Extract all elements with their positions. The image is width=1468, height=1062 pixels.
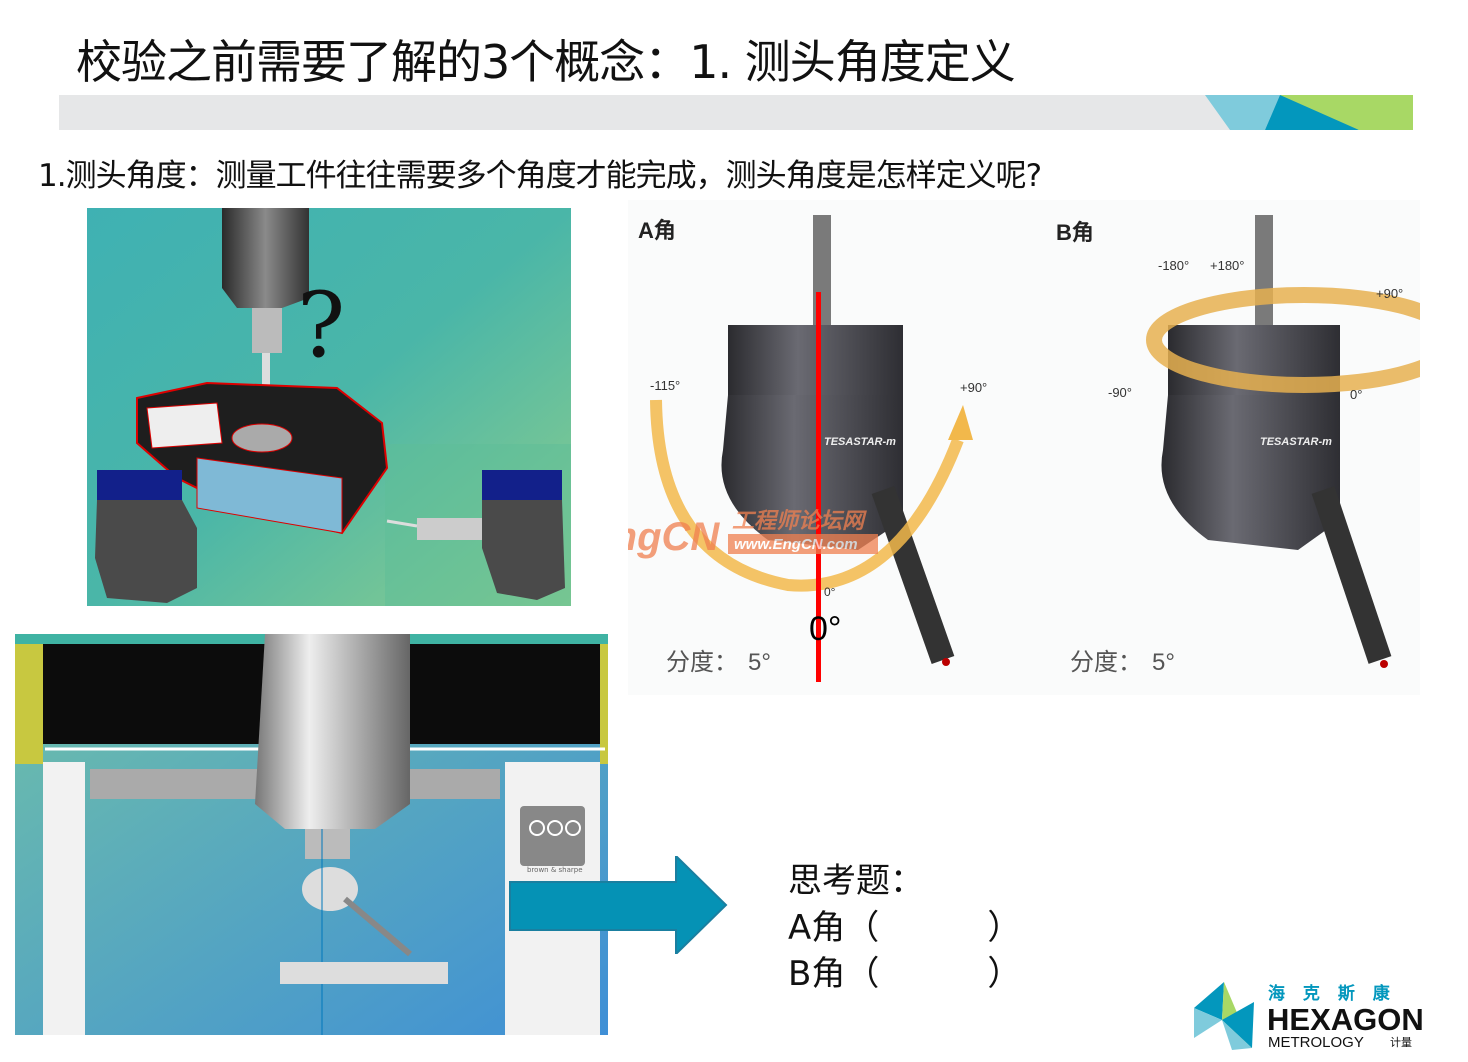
probe-angle-diagram: A角 -115° +90° 0° 0° 分度： 5° B角 -180° +180…	[586, 200, 1462, 695]
b-step-value: 5°	[1152, 649, 1175, 676]
watermark-brand: EngCN	[628, 515, 720, 559]
question-heading: 思考题：	[788, 861, 924, 901]
cad-part-probe-image: ?	[87, 208, 571, 606]
b-angle-label: B角	[1056, 220, 1094, 245]
probe-brand-b: TESASTAR-m	[1260, 436, 1332, 448]
a-step-label: 分度：	[666, 648, 738, 676]
watermark-cn: 工程师论坛网	[732, 509, 867, 534]
title-decoration-band	[59, 95, 1413, 130]
logo-name: HEXAGON	[1267, 1002, 1422, 1037]
a-step-value: 5°	[748, 649, 771, 676]
cmm-machine-image: brown & sharpe	[15, 634, 608, 1035]
a-arrow-head	[948, 405, 973, 440]
probe-brand-a: TESASTAR-m	[824, 436, 896, 448]
question-a-angle: A角（ ）	[788, 908, 1022, 948]
logo-sub-cn: 计量	[1390, 1036, 1412, 1049]
a-rotation-arrow	[650, 399, 964, 592]
slide-title: 校验之前需要了解的3个概念：1. 测头角度定义	[76, 35, 1016, 89]
probe-head-a	[721, 215, 955, 666]
watermark: EngCN 工程师论坛网 www.EngCN.com	[586, 509, 878, 559]
b-pos180-label: +180°	[1210, 258, 1244, 273]
b-zero-label: 0°	[1350, 387, 1362, 402]
b-neg90-label: -90°	[1108, 385, 1132, 400]
a-angle-label: A角	[638, 218, 676, 243]
question-mark: ?	[297, 273, 345, 378]
b-step-label: 分度：	[1070, 648, 1142, 676]
b-neg180-label: -180°	[1158, 258, 1189, 273]
right-arrow-icon	[509, 856, 728, 954]
probe-head-b	[1161, 215, 1392, 668]
b-pos90-label: +90°	[1376, 286, 1403, 301]
a-min-label: -115°	[650, 378, 680, 393]
question-b-angle: B角（ ）	[788, 954, 1022, 994]
logo-cn: 海 克 斯 康	[1268, 983, 1396, 1004]
hexagon-logo: 海 克 斯 康 HEXAGON METROLOGY 计量	[1192, 980, 1424, 1055]
watermark-url: www.EngCN.com	[734, 536, 858, 553]
logo-sub: METROLOGY	[1268, 1034, 1364, 1051]
panel-brand-text: brown & sharpe	[527, 866, 583, 874]
a-zero-label: 0°	[824, 585, 836, 599]
zero-reference-line	[816, 292, 821, 682]
slide-subtitle: 1.测头角度：测量工件往往需要多个角度才能完成，测头角度是怎样定义呢?	[38, 158, 1042, 194]
a-max-label: +90°	[960, 380, 987, 395]
zero-marker: 0°	[809, 610, 842, 648]
